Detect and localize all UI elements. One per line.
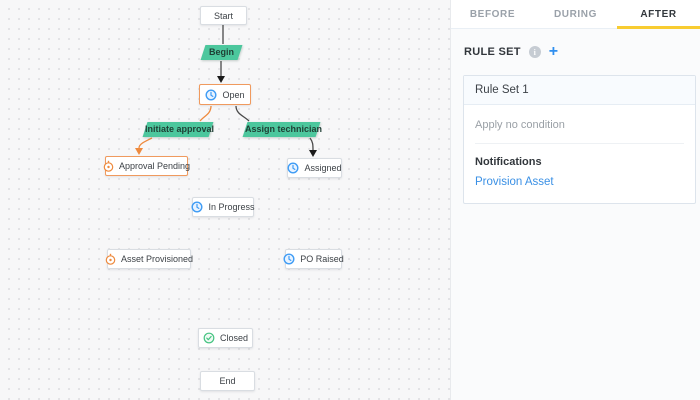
node-label: Assigned — [304, 163, 342, 173]
node-label: PO Raised — [300, 254, 344, 264]
node-label: Start — [213, 10, 233, 21]
transition-label: Initiate approval — [145, 124, 215, 134]
workflow-canvas[interactable]: Start Begin Open Initiate approval Assig… — [0, 0, 450, 400]
tab-label: DURING — [553, 8, 598, 20]
clock-blue-icon — [191, 201, 203, 213]
ruleset-card-title[interactable]: Rule Set 1 — [464, 76, 695, 105]
ruleset-card: Rule Set 1 Apply no condition Notificati… — [463, 75, 696, 204]
tab-during[interactable]: DURING — [534, 0, 617, 28]
tab-label: BEFORE — [469, 8, 516, 20]
transition-initiate-approval[interactable]: Initiate approval — [142, 122, 215, 137]
node-label: Approval Pending — [118, 161, 191, 171]
ruleset-heading: RULE SET — [464, 46, 521, 58]
tab-before[interactable]: BEFORE — [451, 0, 534, 28]
transition-begin[interactable]: Begin — [200, 45, 243, 60]
ruleset-header-row: RULE SET i + — [451, 29, 700, 60]
node-label: Open — [222, 89, 245, 100]
node-assigned[interactable]: Assigned — [287, 158, 342, 178]
check-green-icon — [203, 332, 215, 344]
tab-after[interactable]: AFTER — [617, 0, 700, 29]
transition-label: Assign technician — [245, 124, 323, 134]
clock-blue-icon — [283, 253, 295, 265]
transition-label: Begin — [208, 47, 234, 57]
node-label: In Progress — [208, 202, 255, 212]
transition-assign-technician[interactable]: Assign technician — [242, 122, 323, 137]
node-in-progress[interactable]: In Progress — [191, 197, 255, 217]
node-po-raised[interactable]: PO Raised — [283, 249, 344, 269]
info-icon[interactable]: i — [528, 46, 541, 58]
node-asset-provisioned[interactable]: Asset Provisioned — [105, 249, 194, 269]
node-label: End — [219, 376, 236, 386]
node-closed[interactable]: Closed — [198, 328, 253, 348]
node-end[interactable]: End — [200, 371, 255, 391]
stopwatch-orange-icon — [103, 160, 114, 172]
notifications-heading: Notifications — [475, 156, 542, 168]
node-open[interactable]: Open — [199, 84, 251, 105]
stopwatch-orange-icon — [105, 253, 116, 265]
stage-tabs: BEFORE DURING AFTER — [451, 0, 700, 29]
node-start[interactable]: Start — [200, 6, 247, 25]
add-ruleset-button[interactable]: + — [548, 43, 559, 60]
provision-asset-link[interactable]: Provision Asset — [475, 176, 554, 188]
ruleset-card-body: Apply no condition Notifications Provisi… — [464, 105, 695, 203]
tab-label: AFTER — [640, 8, 677, 20]
node-label: Closed — [220, 333, 249, 343]
condition-text: Apply no condition — [475, 116, 684, 144]
rules-panel: BEFORE DURING AFTER RULE SET i + Rule Se… — [450, 0, 700, 400]
node-approval-pending[interactable]: Approval Pending — [103, 156, 191, 176]
clock-blue-icon — [205, 88, 217, 101]
node-label: Asset Provisioned — [120, 254, 194, 264]
clock-blue-icon — [287, 162, 299, 174]
